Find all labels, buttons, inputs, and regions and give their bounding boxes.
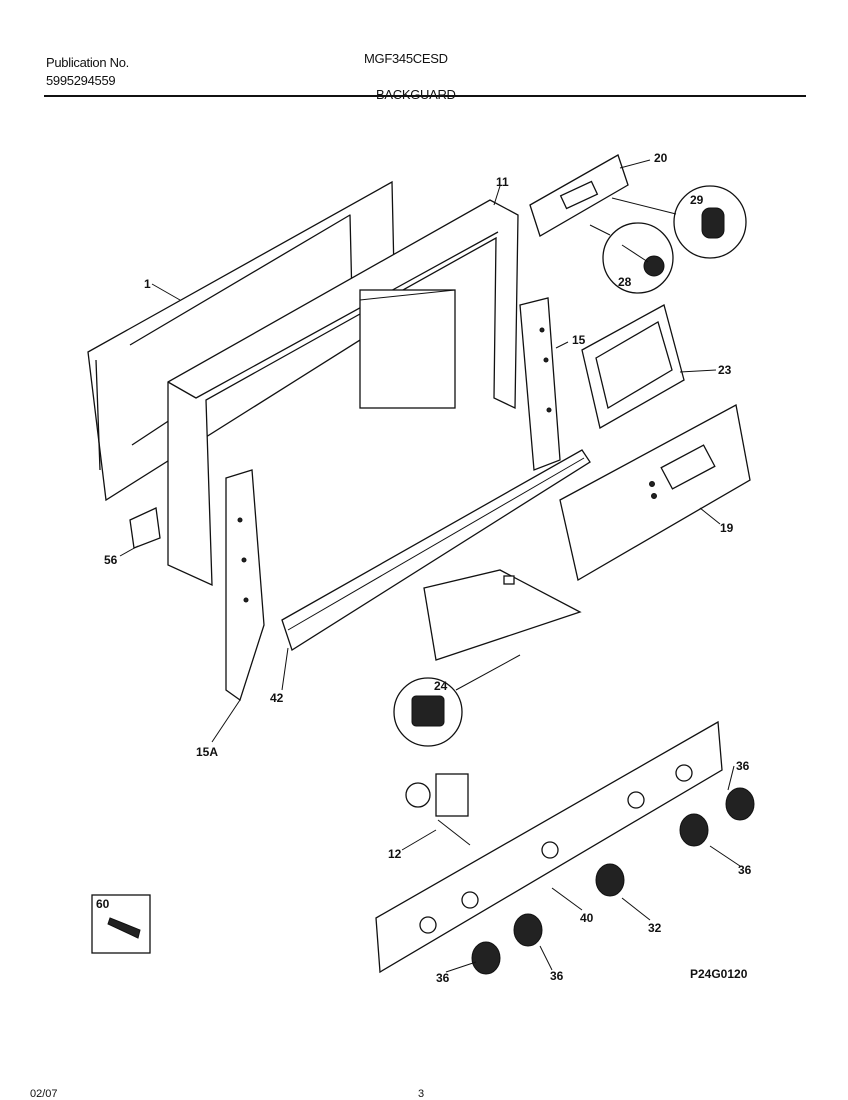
callout-15: 15	[572, 333, 586, 347]
callout-36-top: 36	[736, 759, 750, 773]
footer-page-number: 3	[418, 1088, 425, 1100]
part-56-bracket	[129, 507, 161, 549]
callout-12: 12	[388, 847, 402, 861]
part-12-valve	[405, 773, 471, 846]
part-42-lower-rail	[281, 449, 591, 651]
callout-20: 20	[654, 151, 668, 165]
callout-36-bottom: 36	[550, 969, 564, 983]
callout-36-left: 36	[436, 971, 450, 985]
part-15-right-bracket	[519, 297, 561, 471]
part-24-switch-detail	[393, 654, 521, 747]
part-29-detail	[611, 185, 747, 259]
publication-number: 5995294559	[46, 73, 116, 88]
callout-1: 1	[144, 277, 151, 291]
callout-11: 11	[496, 175, 509, 189]
part-60-screw-inset	[91, 894, 151, 954]
overlay-insert-sheet	[423, 569, 582, 661]
callout-36-right: 36	[738, 863, 752, 877]
callout-24: 24	[434, 679, 448, 693]
callout-42: 42	[270, 691, 284, 705]
header-rule	[44, 95, 806, 97]
drawing-code: P24G0120	[690, 967, 748, 981]
callout-19: 19	[720, 521, 734, 535]
callout-15a: 15A	[196, 745, 218, 759]
leader-lines	[119, 159, 741, 973]
burner-knobs	[471, 787, 755, 975]
publication-label: Publication No.	[46, 55, 129, 70]
part-19-front-overlay	[559, 404, 751, 582]
part-40-control-panel	[375, 720, 723, 974]
part-20-clock-board	[529, 154, 629, 237]
callout-56: 56	[104, 553, 118, 567]
callout-32: 32	[648, 921, 662, 935]
callout-29: 29	[690, 193, 704, 207]
footer-date: 02/07	[30, 1088, 58, 1100]
section-title: BACKGUARD	[376, 87, 456, 102]
part-15a-left-bracket	[225, 469, 265, 702]
callout-23: 23	[718, 363, 732, 377]
callout-28: 28	[618, 275, 632, 289]
model-number: MGF345CESD	[364, 51, 448, 66]
callout-labels: 1 11 20 29 28 15 23 19 56 42 15A 24 36 3…	[96, 151, 752, 985]
part-23-window-bracket	[581, 304, 685, 429]
part-11-backguard-frame	[167, 199, 519, 587]
callout-60: 60	[96, 897, 110, 911]
part-28-detail	[589, 222, 674, 294]
callout-40: 40	[580, 911, 594, 925]
